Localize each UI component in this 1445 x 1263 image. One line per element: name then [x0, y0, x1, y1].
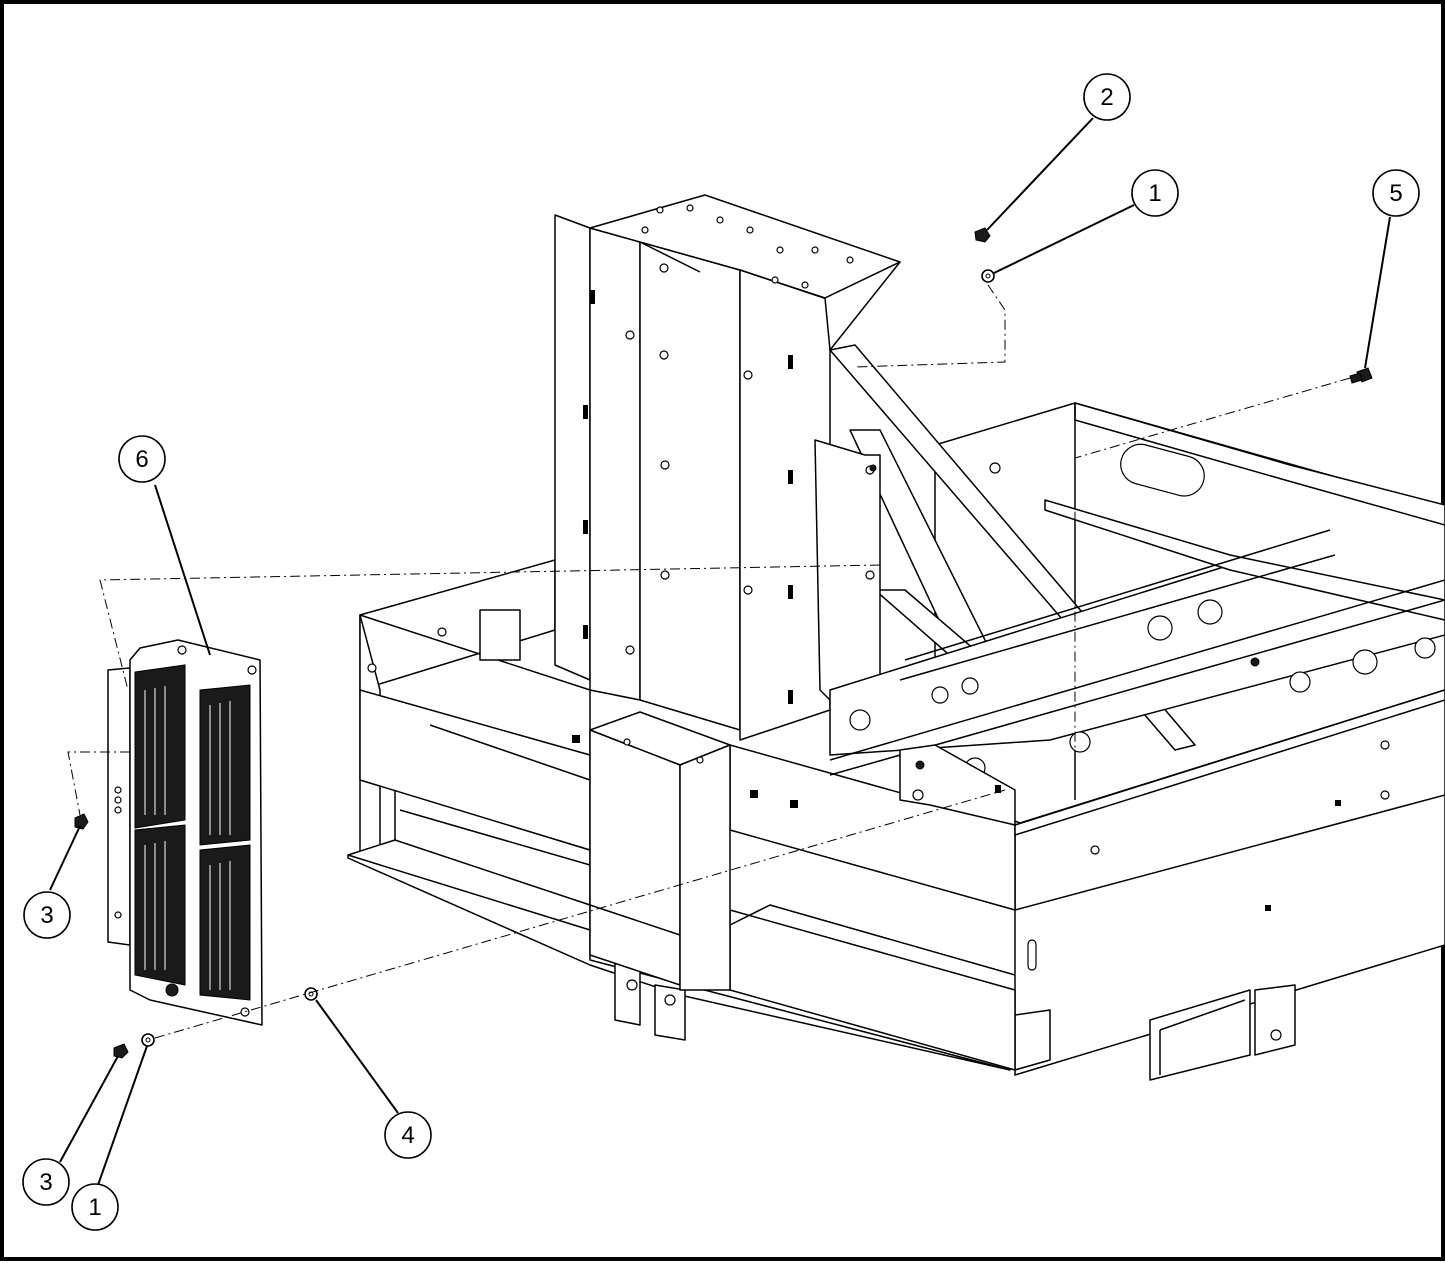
balloon-5: 5 — [1372, 169, 1420, 217]
svg-text:3: 3 — [40, 902, 53, 929]
svg-text:5: 5 — [1389, 180, 1402, 207]
chassis-frame — [347, 194, 1445, 1081]
svg-text:2: 2 — [1100, 84, 1113, 111]
leader-lines — [49, 117, 1391, 1186]
balloon-3-low: 3 — [22, 1158, 70, 1206]
balloon-1-top: 1 — [1131, 169, 1179, 217]
svg-text:1: 1 — [88, 1194, 101, 1221]
balloon-1-low: 1 — [71, 1183, 119, 1231]
svg-text:6: 6 — [135, 446, 148, 473]
balloon-6: 6 — [118, 435, 166, 483]
assembly-paths — [67, 284, 1351, 1039]
balloon-4: 4 — [384, 1111, 432, 1159]
svg-text:4: 4 — [401, 1122, 414, 1149]
svg-text:3: 3 — [39, 1169, 52, 1196]
balloon-2-top: 2 — [1083, 73, 1131, 121]
svg-text:1: 1 — [1148, 180, 1161, 207]
module-panel — [107, 639, 263, 1026]
hardware — [74, 227, 1373, 1059]
balloon-3-mid: 3 — [23, 891, 71, 939]
